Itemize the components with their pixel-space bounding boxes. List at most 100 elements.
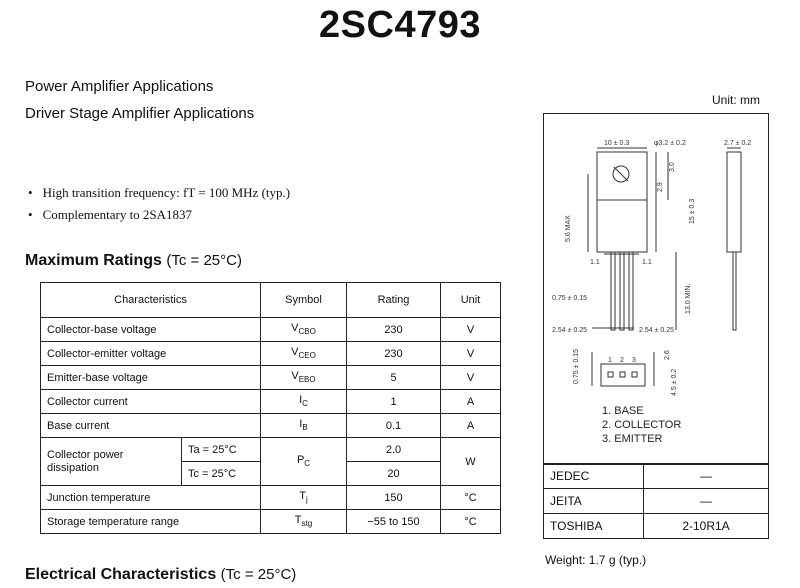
dim-pitch-2: 2.54 ± 0.25 [639,327,674,334]
header-characteristics: Characteristics [40,282,261,318]
table-row: Tc = 25°C 20 [41,461,501,486]
dim-lead-length: 13.0 MIN. [685,284,692,314]
elec-char-heading: Electrical Characteristics (Tc = 25°C) [25,566,296,584]
standard-value: 2-10R1A [643,513,769,539]
row-unit: V [440,365,501,390]
row-name: Storage temperature range [40,509,261,534]
row-rating: 0.1 [346,413,441,438]
row-unit: V [440,341,501,366]
standard-value: — [643,488,769,514]
dim-width: 10 ± 0.3 [604,140,629,147]
row-symbol: PC [260,437,347,486]
standard-name: TOSHIBA [543,513,644,539]
row-symbol: VEBO [260,365,347,390]
row-rating: 2.0 [346,437,441,462]
dim-lead-width: 0.75 ± 0.15 [552,295,587,302]
package-outline-drawing: 10 ± 0.3 φ3.2 ± 0.2 2.7 ± 0.2 2.9 3.0 15… [552,140,751,445]
dim-body-height: 15 ± 0.3 [689,199,696,224]
side-body-outline [726,151,742,253]
table-row: Collector current IC 1 A [40,389,501,414]
unit-label: Unit: mm [712,93,760,107]
row-rating: −55 to 150 [346,509,441,534]
dim-1-1-b: 1.1 [642,259,652,266]
max-ratings-table: Characteristics Symbol Rating Unit Colle… [40,282,501,534]
body-outline [596,199,648,253]
dim-hole: φ3.2 ± 0.2 [654,140,686,147]
table-row: Collector-base voltage VCBO 230 V [40,317,501,342]
application-1: Power Amplifier Applications [25,78,214,95]
pin-num-2: 2 [620,357,624,364]
elec-char-condition: (Tc = 25°C) [220,566,297,583]
row-symbol: Tj [260,485,347,510]
row-rating: 230 [346,317,441,342]
dim-bottom-lead: 0.75 ± 0.15 [573,349,580,384]
max-ratings-heading-text: Maximum Ratings [25,252,162,269]
row-unit: A [440,389,501,414]
feature-item: Complementary to 2SA1837 [28,204,290,226]
table-row: Storage temperature range Tstg −55 to 15… [40,509,501,534]
tab-outline [596,151,648,201]
row-name: Collector power dissipation [40,437,182,486]
pin-collector: 2. COLLECTOR [602,419,681,431]
dim-max: 5.6 MAX [565,215,572,242]
pin-base: 1. BASE [602,405,644,417]
row-rating: 1 [346,389,441,414]
side-lead [732,251,737,331]
row-name: Emitter-base voltage [40,365,261,390]
row-name: Collector current [40,389,261,414]
row-unit: A [440,413,501,438]
row-condition: Ta = 25°C [181,437,261,462]
table-header-row: Characteristics Symbol Rating Unit [40,282,501,318]
bottom-view-outline [600,363,646,387]
mounting-hole [612,165,630,183]
row-symbol: VCBO [260,317,347,342]
table-row: Collector-emitter voltage VCEO 230 V [40,341,501,366]
table-row: JEITA — [543,488,769,514]
elec-char-heading-text: Electrical Characteristics [25,566,217,583]
pin-num-3: 3 [632,357,636,364]
table-row: Emitter-base voltage VEBO 5 V [40,365,501,390]
pin-emitter: 3. EMITTER [602,433,663,445]
dim-thickness: 2.7 ± 0.2 [724,140,751,147]
table-row: TOSHIBA 2-10R1A [543,513,769,539]
header-unit: Unit [440,282,501,318]
package-drawing-box: 10 ± 0.3 φ3.2 ± 0.2 2.7 ± 0.2 2.9 3.0 15… [543,113,769,465]
row-unit: °C [440,509,501,534]
standard-name: JEDEC [543,463,644,489]
row-rating: 5 [346,365,441,390]
lead-1 [610,251,616,331]
row-name: Collector-emitter voltage [40,341,261,366]
pin-num-1: 1 [608,357,612,364]
table-row: JEDEC — [543,463,769,489]
row-rating: 230 [346,341,441,366]
row-symbol: IC [260,389,347,414]
row-condition: Tc = 25°C [181,461,261,486]
dim-2-6: 2.6 [664,350,671,360]
dim-pitch-1: 2.54 ± 0.25 [552,327,587,334]
table-row: Collector power dissipation Ta = 25°C PC… [40,437,501,486]
table-row: Base current IB 0.1 A [40,413,501,438]
row-name: Base current [40,413,261,438]
lead-3 [628,251,634,331]
standard-value: — [643,463,769,489]
row-unit: V [440,317,501,342]
header-symbol: Symbol [260,282,347,318]
row-unit: W [440,437,501,486]
row-rating: 20 [346,461,441,486]
row-unit: °C [440,485,501,510]
row-symbol: IB [260,413,347,438]
max-ratings-heading: Maximum Ratings (Tc = 25°C) [25,252,242,270]
row-name: Junction temperature [40,485,261,510]
standard-name: JEITA [543,488,644,514]
package-weight: Weight: 1.7 g (typ.) [545,553,647,567]
row-symbol: VCEO [260,341,347,366]
part-number-title: 2SC4793 [319,4,481,46]
feature-list: High transition frequency: fT = 100 MHz … [28,182,291,226]
dim-2-9: 2.9 [657,182,664,192]
standards-table: JEDEC — JEITA — TOSHIBA 2-10R1A [543,463,769,539]
row-name: Collector-base voltage [40,317,261,342]
header-rating: Rating [346,282,441,318]
application-2: Driver Stage Amplifier Applications [25,105,255,122]
lead-2 [619,251,625,331]
feature-item: High transition frequency: fT = 100 MHz … [28,182,291,204]
